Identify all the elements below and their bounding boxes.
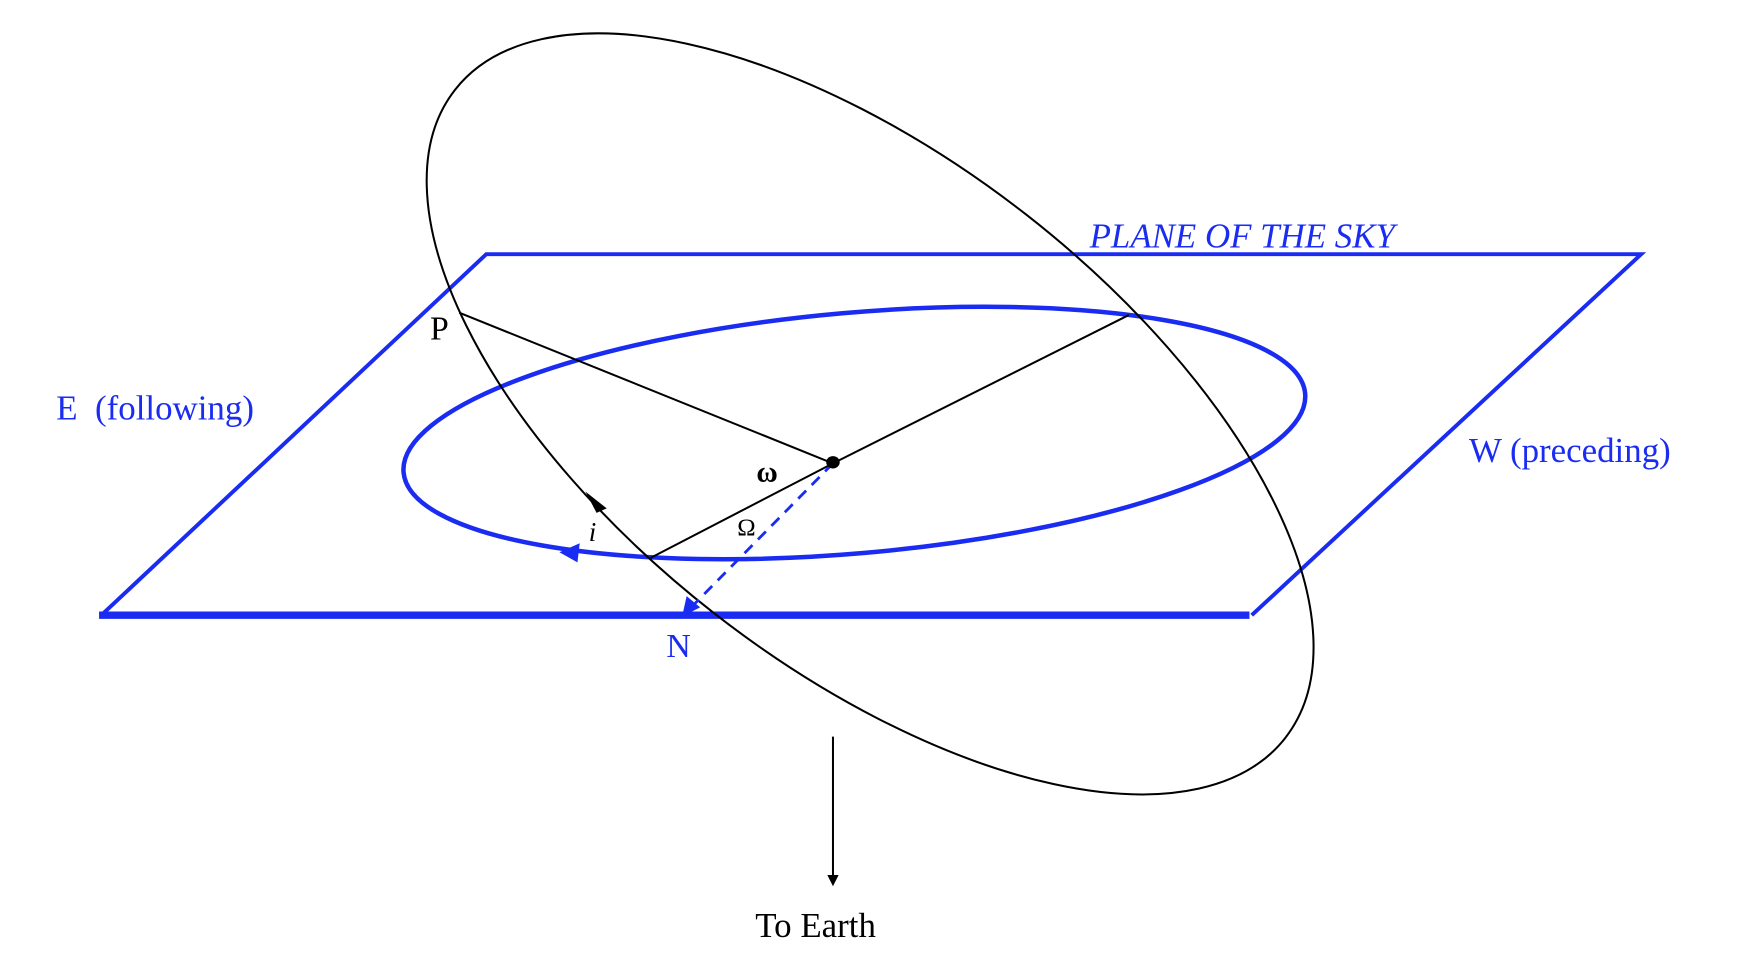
node-direction-arrowhead <box>682 596 701 617</box>
true-orbit-ellipse <box>425 32 1315 796</box>
projected-orbit-direction-arrow <box>559 543 580 563</box>
sky-plane-outline <box>99 252 1647 617</box>
periastron-label: P <box>430 311 449 348</box>
node-longitude-label: Ω <box>737 514 755 541</box>
west-preceding-label: W (preceding) <box>1469 431 1671 470</box>
major-axis-line <box>832 314 1130 465</box>
projected-orbit-ellipse <box>401 304 1308 562</box>
node-label: N <box>666 628 690 665</box>
true-orbit-direction-arrow <box>585 491 607 513</box>
argument-of-periastron-label: ω <box>756 456 777 488</box>
node-line <box>650 462 834 559</box>
inclination-label: i <box>589 517 597 547</box>
east-following-label: E (following) <box>56 389 254 428</box>
plane-of-the-sky-label: PLANE OF THE SKY <box>1089 216 1399 255</box>
node-direction-dashed <box>692 462 834 607</box>
periastron-line <box>458 311 834 465</box>
to-earth-label: To Earth <box>755 906 876 945</box>
primary-star-dot <box>826 456 840 469</box>
